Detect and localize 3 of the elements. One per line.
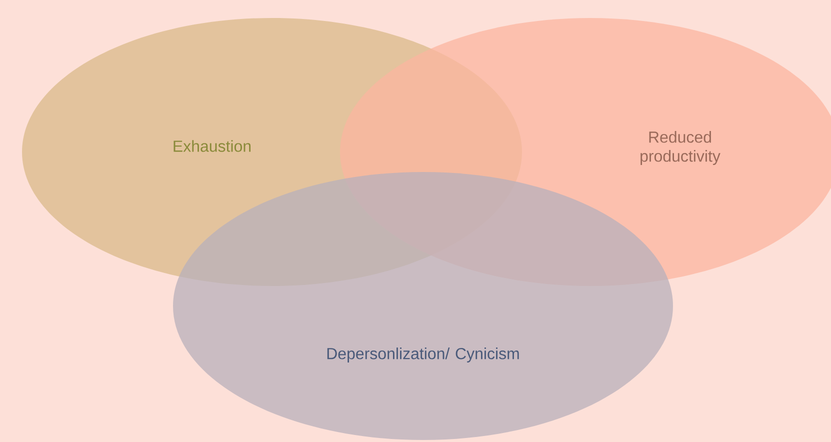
circle-label: Exhaustion (174, 140, 251, 152)
circle-label: Reduced productivity (640, 131, 720, 165)
circle-label: Depersonlization/ Cynicism (327, 348, 519, 362)
